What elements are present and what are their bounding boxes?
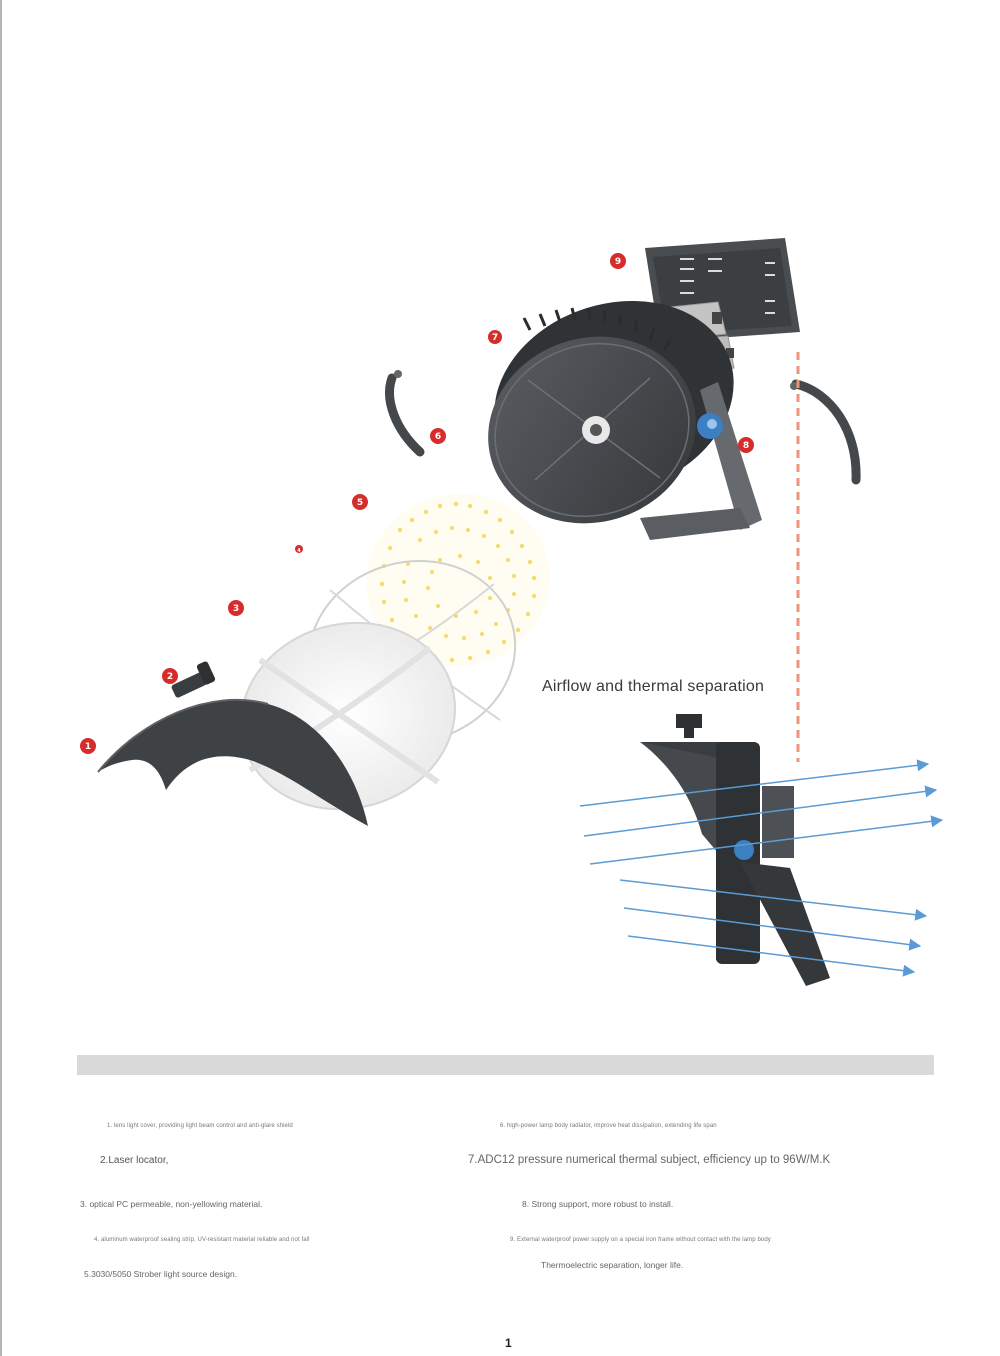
airflow-arrow bbox=[579, 759, 930, 807]
feature-4: 4. aluminum waterproof sealing strip, UV… bbox=[94, 1237, 310, 1243]
part-badges: 1 2 3 4 5 6 7 8 9 bbox=[80, 253, 754, 754]
feature-3: 3. optical PC permeable, non-yellowing m… bbox=[80, 1199, 263, 1209]
badge-6: 6 bbox=[430, 428, 446, 444]
callout-title: Airflow and thermal separation bbox=[542, 678, 765, 695]
feature-5: 5.3030/5050 Strober light source design. bbox=[84, 1269, 238, 1279]
feature-8: 8. Strong support, more robust to instal… bbox=[522, 1199, 674, 1209]
badge-2: 2 bbox=[162, 668, 178, 684]
main-housing bbox=[488, 300, 734, 524]
badge-1: 1 bbox=[80, 738, 96, 754]
svg-text:5: 5 bbox=[357, 498, 363, 508]
svg-text:7: 7 bbox=[492, 333, 498, 343]
feature-1: 1. lens light cover, providing light bea… bbox=[107, 1123, 293, 1129]
feature-9-continued: Thermoelectric separation, longer life. bbox=[541, 1260, 684, 1270]
badge-4: 4 bbox=[295, 545, 303, 554]
led-board bbox=[366, 493, 550, 667]
feature-6: 6. high-power lamp body radiator, improv… bbox=[500, 1123, 717, 1129]
airflow-arrow bbox=[589, 815, 944, 865]
feature-9: 9. External waterproof power supply on a… bbox=[510, 1237, 771, 1243]
mounting-bracket bbox=[640, 382, 762, 540]
svg-text:6: 6 bbox=[435, 432, 441, 442]
section-band bbox=[77, 1055, 934, 1075]
visor-shield bbox=[97, 698, 368, 826]
badge-9: 9 bbox=[610, 253, 626, 269]
svg-text:1: 1 bbox=[85, 742, 91, 752]
badge-8: 8 bbox=[738, 437, 754, 453]
feature-2: 2.Laser locator, bbox=[100, 1155, 169, 1166]
side-section-view bbox=[640, 714, 830, 986]
svg-text:8: 8 bbox=[743, 441, 749, 451]
svg-text:9: 9 bbox=[615, 257, 621, 267]
airflow-arrows bbox=[579, 759, 944, 977]
feature-7: 7.ADC12 pressure numerical thermal subje… bbox=[468, 1154, 831, 1166]
airflow-arrow bbox=[619, 879, 928, 921]
laser-locator bbox=[171, 661, 216, 698]
svg-text:4: 4 bbox=[297, 548, 301, 554]
svg-text:3: 3 bbox=[233, 604, 239, 614]
airflow-arrow bbox=[583, 785, 938, 837]
exploded-view-diagram: 1 2 3 4 5 6 7 8 9 bbox=[80, 238, 944, 986]
badge-5: 5 bbox=[352, 494, 368, 510]
badge-7: 7 bbox=[488, 330, 502, 344]
airflow-arrow bbox=[623, 907, 922, 951]
airflow-arrow bbox=[627, 935, 916, 977]
svg-text:2: 2 bbox=[167, 672, 173, 682]
strap-left bbox=[385, 370, 425, 457]
left-margin-rule bbox=[0, 0, 2, 1356]
badge-3: 3 bbox=[228, 600, 244, 616]
strap-right bbox=[790, 379, 861, 485]
page-number: 1 bbox=[505, 1336, 512, 1350]
